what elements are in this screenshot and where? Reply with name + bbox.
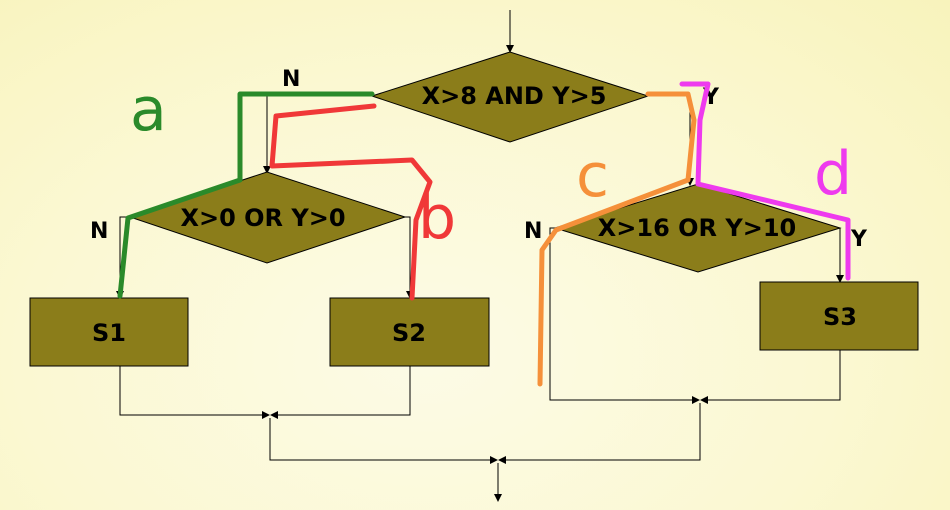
top-yes-line [648,95,691,182]
path-d-stroke [679,81,851,281]
right-no-line [549,227,697,401]
statement-s1-box [29,297,189,367]
right-no-merge-arrowhead [692,396,700,404]
annotation-d: d [814,139,852,209]
decision-left: X>0 OR Y>0 [128,171,407,264]
decision-top-label: X>8 AND Y>5 [422,82,607,110]
statement-s1-label: S1 [92,319,126,347]
decision-right: X>16 OR Y>10 [553,183,842,273]
s2-merge-arrowhead [270,411,278,419]
annotation-b: b [418,183,456,253]
s2-out-line [274,366,411,416]
right-yes-label: Y [850,227,868,252]
statement-s1: S1 [29,297,189,367]
top-no-label: N [282,67,300,92]
entry-arrowhead [506,45,514,53]
path-b-stroke [269,103,433,301]
annotation-a: a [130,75,167,145]
left-yes-line [405,216,411,297]
s1-merge-arrowhead [262,411,270,419]
decision-left-label: X>0 OR Y>0 [180,204,345,232]
statement-s2: S2 [329,297,490,367]
left-no-label: N [90,219,108,244]
path-a-stroke [117,91,375,299]
s3-merge-arrowhead [700,396,708,404]
decision-top: X>8 AND Y>5 [370,51,650,143]
statement-s3-label: S3 [823,303,857,331]
decision-right-shape [553,183,842,273]
right-no-label: N [524,219,542,244]
annotation-c: c [576,141,609,211]
left-merge-down-line [269,418,493,461]
statement-s3-box [759,281,919,351]
top-no-arrowhead [263,166,271,174]
left-final-arrowhead [490,456,498,464]
s3-out-line [703,350,841,401]
statement-s3: S3 [759,281,919,351]
statement-s2-box [329,297,490,367]
path-c-stroke [537,91,697,387]
s1-out-line [119,366,268,416]
statement-s2-label: S2 [392,319,426,347]
right-merge-down-line [503,403,701,461]
right-final-arrowhead [498,456,506,464]
decision-right-label: X>16 OR Y>10 [598,214,797,242]
exit-arrowhead [494,494,502,502]
right-yes-arrowhead [836,275,844,283]
